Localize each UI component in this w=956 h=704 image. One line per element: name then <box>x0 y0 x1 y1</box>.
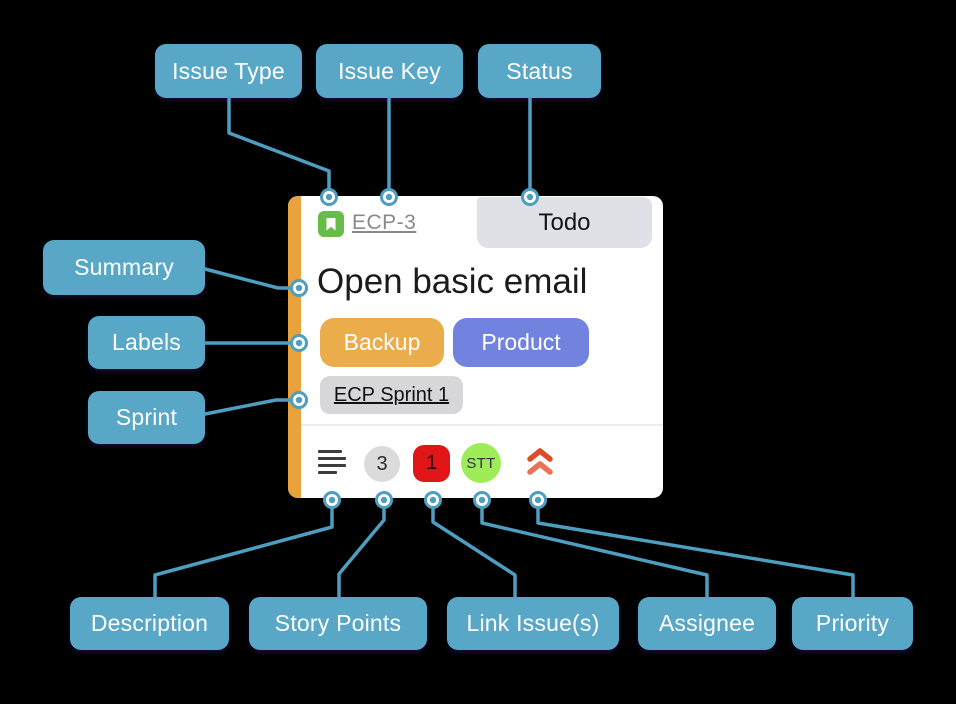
callout-labels: Labels <box>88 316 205 369</box>
connector-summary <box>203 267 292 290</box>
bookmark-icon <box>326 218 336 231</box>
callout-priority: Priority <box>792 597 913 650</box>
callout-assignee: Assignee <box>638 597 776 650</box>
status-badge[interactable]: Todo <box>477 197 652 248</box>
issue-key-link[interactable]: ECP-3 <box>352 211 417 234</box>
callout-description: Description <box>70 597 229 650</box>
connector-priority <box>536 506 855 599</box>
issue-type-story-icon[interactable] <box>318 211 344 237</box>
issue-summary: Open basic email <box>317 262 588 301</box>
callout-status: Status <box>478 44 601 98</box>
callout-issue-type: Issue Type <box>155 44 302 98</box>
callout-summary: Summary <box>43 240 205 295</box>
connector-link-issues <box>431 506 517 599</box>
callout-link-issues: Link Issue(s) <box>447 597 619 650</box>
connector-sprint <box>203 398 292 416</box>
connector-description <box>153 506 334 599</box>
connector-story-points <box>337 506 386 599</box>
sprint-link[interactable]: ECP Sprint 1 <box>320 376 463 414</box>
label-product[interactable]: Product <box>453 318 589 367</box>
connector-assignee <box>480 506 709 599</box>
issue-card: ECP-3 Todo Open basic email Backup Produ… <box>288 196 663 498</box>
card-accent-stripe <box>288 196 301 498</box>
priority-high-double-chevron-icon <box>527 448 553 475</box>
linked-issues-badge[interactable]: 1 <box>413 445 450 482</box>
connector-issue-type <box>227 96 331 191</box>
label-backup[interactable]: Backup <box>320 318 444 367</box>
description-lines-icon <box>318 450 346 476</box>
callout-sprint: Sprint <box>88 391 205 444</box>
callout-issue-key: Issue Key <box>316 44 463 98</box>
callout-story-points: Story Points <box>249 597 427 650</box>
assignee-avatar[interactable]: STT <box>461 443 501 483</box>
story-points-badge: 3 <box>364 446 400 482</box>
card-divider <box>301 424 663 426</box>
